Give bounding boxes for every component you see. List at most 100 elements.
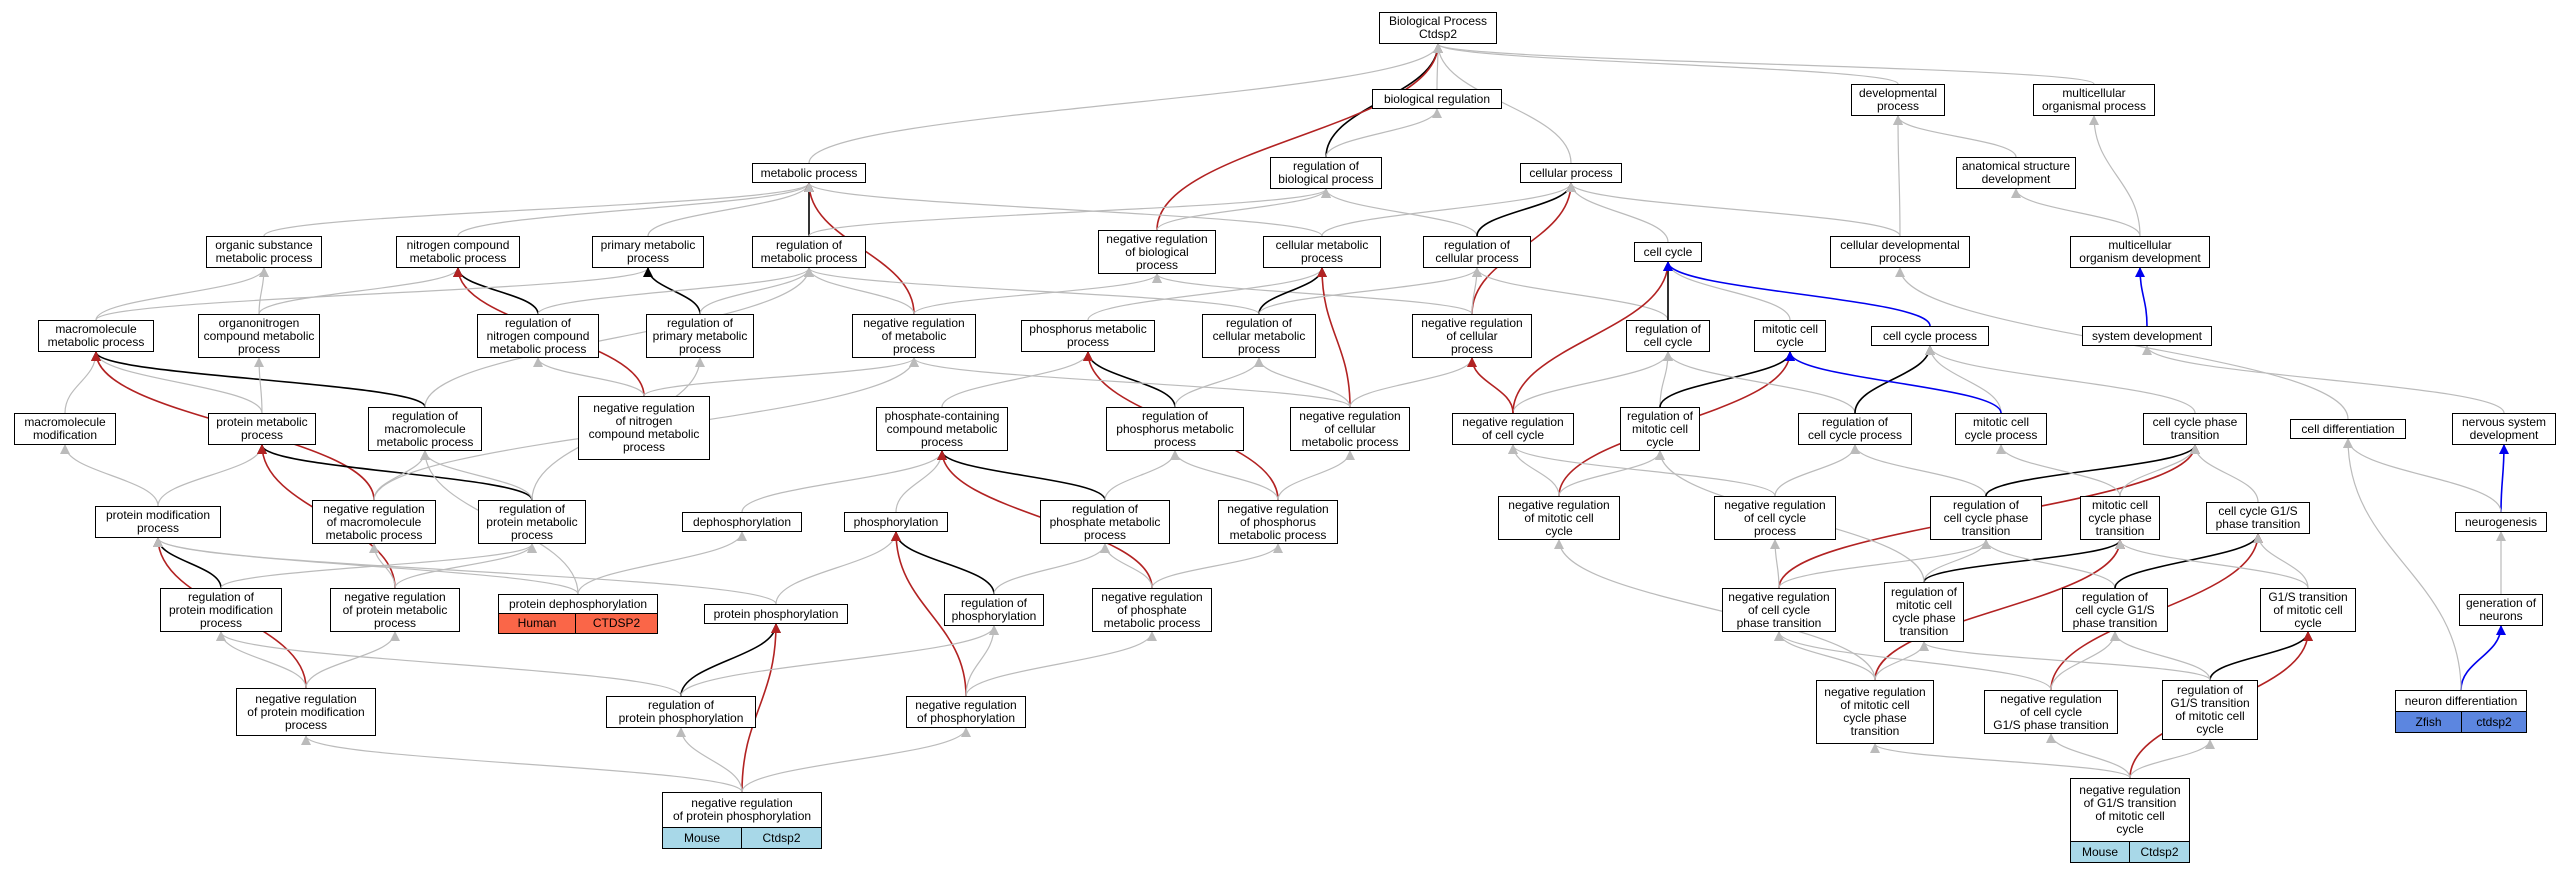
node-regulation-of-cell-cycle-phase-transition[interactable]: regulation of cell cycle phase transitio… [1930,496,2042,540]
node-negative-regulation-of-g1s-transition-of-mitotic-cell-cycle[interactable]: negative regulation of G1/S transition o… [2070,778,2190,842]
edge-is_a-protdephos-to-dephos [577,531,747,595]
node-organic-substance-metabolic-process[interactable]: organic substance metabolic process [206,236,322,268]
node-negative-regulation-of-protein-metabolic-process[interactable]: negative regulation of protein metabolic… [330,588,460,632]
node-multicellular-organism-development[interactable]: multicellular organism development [2070,236,2210,268]
node-regulation-of-cellular-metabolic-process[interactable]: regulation of cellular metabolic process [1202,314,1316,358]
node-regulation-of-mitotic-cell-cycle-phase-transition[interactable]: regulation of mitotic cell cycle phase t… [1884,582,1964,642]
node-neurogenesis[interactable]: neurogenesis [2455,512,2547,532]
edge-is_a-regphosn-to-regphosmeta [993,543,1110,595]
node-organonitrogen-compound-metabolic-process[interactable]: organonitrogen compound metabolic proces… [198,314,320,358]
node-negative-regulation-of-cell-cycle-process[interactable]: negative regulation of cell cycle proces… [1714,496,1836,540]
tag-mouse-species: Mouse [662,827,742,849]
node-negative-regulation-of-macromolecule-metabolic-process[interactable]: negative regulation of macromolecule met… [312,500,436,544]
node-neuron-differentiation[interactable]: neuron differentiation [2395,690,2527,712]
node-macromolecule-metabolic-process[interactable]: macromolecule metabolic process [38,320,154,352]
edge-is_a-meta-to-bp [808,43,1443,164]
node-regulation-of-cell-cycle-process[interactable]: regulation of cell cycle process [1798,413,1912,445]
node-regulation-of-metabolic-process[interactable]: regulation of metabolic process [752,236,866,268]
edge-is_a-negg1smit-to-regg1smit [2129,739,2215,779]
node-mitotic-cell-cycle-process[interactable]: mitotic cell cycle process [1955,413,2047,445]
node-metabolic-process[interactable]: metabolic process [752,163,866,183]
node-regulation-of-nitrogen-compound-metabolic-process[interactable]: regulation of nitrogen compound metaboli… [477,314,599,358]
edge-is_a-regprim-to-regmeta [699,267,814,315]
node-multicellular-organismal-process[interactable]: multicellular organismal process [2033,84,2155,116]
edge-part_of-regccg1s-to-ccg1s [2114,533,2263,589]
node-cellular-process[interactable]: cellular process [1520,163,1622,183]
node-cell-cycle-process[interactable]: cell cycle process [1871,326,1989,346]
node-regulation-of-protein-modification-process[interactable]: regulation of protein modification proce… [160,588,282,632]
tag-zfish-species: Zfish [2395,711,2462,733]
node-nitrogen-compound-metabolic-process[interactable]: nitrogen compound metabolic process [396,236,520,268]
node-regulation-of-biological-process[interactable]: regulation of biological process [1270,157,1382,189]
edge-part_of-regmitphase-to-mitccphase [1923,539,2125,583]
node-cell-differentiation[interactable]: cell differentiation [2290,419,2406,439]
node-regulation-of-phosphorus-metabolic-process[interactable]: regulation of phosphorus metabolic proce… [1106,407,1244,451]
node-regulation-of-phosphorylation[interactable]: regulation of phosphorylation [944,594,1044,626]
node-cell-cycle-phase-transition[interactable]: cell cycle phase transition [2143,413,2247,445]
node-regulation-of-g1s-transition-of-mitotic-cell-cycle[interactable]: regulation of G1/S transition of mitotic… [2162,680,2258,740]
node-regulation-of-cell-cycle-g1s-phase-transition[interactable]: regulation of cell cycle G1/S phase tran… [2062,588,2168,632]
node-mitotic-cell-cycle[interactable]: mitotic cell cycle [1754,320,1826,352]
node-negative-regulation-of-biological-process[interactable]: negative regulation of biological proces… [1098,230,1216,274]
edge-is_a-dev-to-bp [1433,43,1899,85]
node-regulation-of-protein-phosphorylation[interactable]: regulation of protein phosphorylation [606,696,756,728]
node-regulation-of-cell-cycle[interactable]: regulation of cell cycle [1626,320,1710,352]
node-cell-cycle-g1s-phase-transition[interactable]: cell cycle G1/S phase transition [2206,502,2310,534]
node-protein-modification-process[interactable]: protein modification process [95,506,221,538]
node-protein-dephosphorylation[interactable]: protein dephosphorylation [498,594,658,614]
node-negative-regulation-of-cellular-metabolic-process[interactable]: negative regulation of cellular metaboli… [1290,407,1410,451]
node-cellular-metabolic-process[interactable]: cellular metabolic process [1263,236,1381,268]
node-negative-regulation-of-cell-cycle[interactable]: negative regulation of cell cycle [1452,413,1574,445]
edge-part_of-regprot-to-protmeta [257,444,533,501]
node-nervous-system-development[interactable]: nervous system development [2452,413,2556,445]
node-system-development[interactable]: system development [2082,326,2212,346]
node-negative-regulation-of-mitotic-cell-cycle-phase-transition[interactable]: negative regulation of mitotic cell cycl… [1816,680,1934,744]
edge-is_a-neurdiff-to-celldiff [2343,438,2462,691]
tag-mouse-species-2: Mouse [2070,841,2130,863]
node-regulation-of-phosphate-metabolic-process[interactable]: regulation of phosphate metabolic proces… [1040,500,1170,544]
node-phosphate-containing-compound-metabolic-process[interactable]: phosphate-containing compound metabolic … [876,407,1008,451]
node-negative-regulation-of-cellular-process[interactable]: negative regulation of cellular process [1412,314,1532,358]
node-negative-regulation-of-protein-modification-process[interactable]: negative regulation of protein modificat… [236,688,376,736]
node-developmental-process[interactable]: developmental process [1851,84,1945,116]
edge-is_a-celldev-to-cellproc [1566,182,1901,237]
edge-is_a-neurogen-to-celldiff [2343,438,2502,513]
node-negative-regulation-of-nitrogen-compound-metabolic-process[interactable]: negative regulation of nitrogen compound… [578,396,710,460]
node-regulation-of-cellular-process[interactable]: regulation of cellular process [1423,236,1531,268]
node-cellular-developmental-process[interactable]: cellular developmental process [1830,236,1970,268]
node-primary-metabolic-process[interactable]: primary metabolic process [592,236,704,268]
node-negative-regulation-of-mitotic-cell-cycle[interactable]: negative regulation of mitotic cell cycl… [1498,496,1620,540]
node-negative-regulation-of-metabolic-process[interactable]: negative regulation of metabolic process [852,314,976,358]
edge-is_a-macro-to-prim [95,267,653,321]
node-biological-process[interactable]: Biological Process Ctdsp2 [1379,12,1497,44]
node-negative-regulation-of-cell-cycle-phase-transition[interactable]: negative regulation of cell cycle phase … [1722,588,1836,632]
edge-is_a-negprotphos-to-regprotphos [676,727,743,793]
node-biological-regulation[interactable]: biological regulation [1372,89,1502,109]
node-cell-cycle[interactable]: cell cycle [1634,242,1702,262]
node-regulation-of-mitotic-cell-cycle[interactable]: regulation of mitotic cell cycle [1620,407,1700,451]
edge-pos_reg-neurdiff-to-genneur [2460,625,2506,691]
node-generation-of-neurons[interactable]: generation of neurons [2459,594,2543,626]
node-dephosphorylation[interactable]: dephosphorylation [682,512,802,532]
node-regulation-of-primary-metabolic-process[interactable]: regulation of primary metabolic process [646,314,754,358]
node-negative-regulation-of-phosphorus-metabolic-process[interactable]: negative regulation of phosphorus metabo… [1218,500,1338,544]
node-regulation-of-protein-metabolic-process[interactable]: regulation of protein metabolic process [478,500,586,544]
node-phosphorus-metabolic-process[interactable]: phosphorus metabolic process [1021,320,1155,352]
edge-is_a-dephos-to-phoscont [741,450,947,513]
node-g1s-transition-of-mitotic-cell-cycle[interactable]: G1/S transition of mitotic cell cycle [2260,588,2356,632]
edge-is_a-regbio-to-bioreg [1325,108,1442,158]
node-macromolecule-modification[interactable]: macromolecule modification [14,413,116,445]
node-protein-metabolic-process[interactable]: protein metabolic process [208,413,316,445]
node-negative-regulation-of-protein-phosphorylation[interactable]: negative regulation of protein phosphory… [662,792,822,828]
node-negative-regulation-of-phosphorylation[interactable]: negative regulation of phosphorylation [906,696,1026,728]
edge-is_a-nitro-to-meta [457,182,814,237]
node-protein-phosphorylation[interactable]: protein phosphorylation [704,604,848,624]
node-anatomical-structure-development[interactable]: anatomical structure development [1956,157,2076,189]
node-mitotic-cell-cycle-phase-transition[interactable]: mitotic cell cycle phase transition [2080,496,2160,540]
node-negative-regulation-of-cell-cycle-g1s-phase-transition[interactable]: negative regulation of cell cycle G1/S p… [1984,690,2118,734]
node-phosphorylation[interactable]: phosphorylation [844,512,948,532]
edge-part_of-regccphase-to-ccphase [1985,444,2200,497]
node-regulation-of-macromolecule-metabolic-process[interactable]: regulation of macromolecule metabolic pr… [368,407,482,451]
node-negative-regulation-of-phosphate-metabolic-process[interactable]: negative regulation of phosphate metabol… [1092,588,1212,632]
edge-is_a-ccg1s-to-ccphase [2190,444,2259,503]
